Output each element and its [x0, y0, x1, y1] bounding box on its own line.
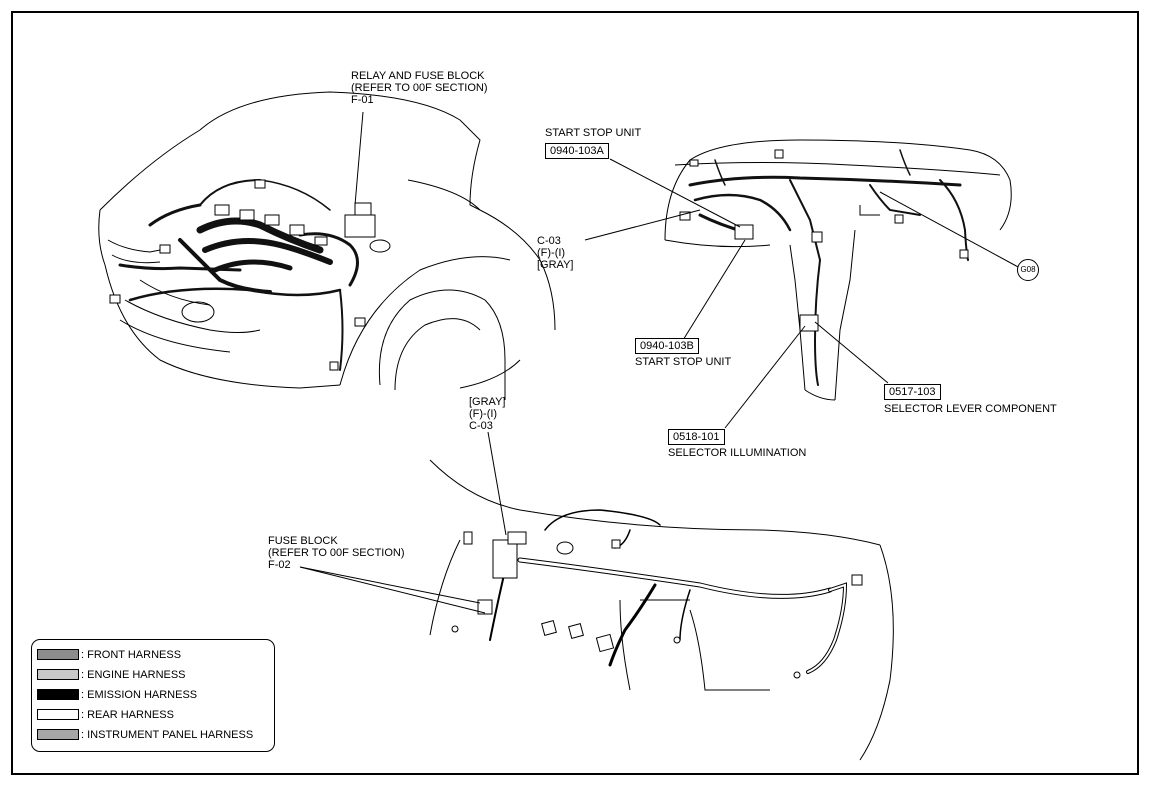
interior-leaders	[299, 431, 507, 614]
engine-bay-illustration	[98, 91, 556, 400]
dashboard-connectors	[679, 149, 969, 332]
fuse-block-label: FUSE BLOCK (REFER TO 00F SECTION) F-02	[268, 535, 405, 571]
engine-harness-swatch	[37, 669, 79, 680]
connector-0518-101: 0518-101	[668, 429, 725, 445]
instrument-panel-harness-lower	[489, 509, 848, 674]
ground-g08: G08	[1017, 259, 1039, 281]
c03-label-center: [GRAY] (F)-(I) C-03	[469, 396, 506, 432]
c03-label-left: C-03 (F)-(I) [GRAY]	[537, 235, 574, 271]
harness-legend: : FRONT HARNESS : ENGINE HARNESS : EMISS…	[31, 639, 275, 752]
rear-harness-swatch	[37, 709, 79, 720]
connector-0940-103b: 0940-103B	[635, 338, 699, 354]
front-harness-swatch	[37, 649, 79, 660]
emission-harness-swatch	[37, 689, 79, 700]
start-stop-unit-label-bottom: START STOP UNIT	[635, 356, 732, 368]
selector-lever-component-label: SELECTOR LEVER COMPONENT	[884, 403, 1057, 415]
engine-harness-wires	[118, 179, 359, 371]
connector-0940-103a: 0940-103A	[545, 143, 609, 159]
instrument-panel-harness-swatch	[37, 729, 79, 740]
selector-illumination-label: SELECTOR ILLUMINATION	[668, 447, 807, 459]
relay-fuse-block-label: RELAY AND FUSE BLOCK (REFER TO 00F SECTI…	[351, 70, 488, 106]
diagram-frame	[11, 11, 1139, 775]
interior-illustration	[429, 459, 894, 761]
dashboard-leaders	[584, 158, 1021, 429]
leader-f01	[354, 111, 364, 206]
connector-0517-103: 0517-103	[884, 384, 941, 400]
dashboard-illustration	[664, 139, 1012, 401]
instrument-panel-wires	[688, 149, 969, 386]
start-stop-unit-label-top: START STOP UNIT	[545, 127, 642, 139]
engine-components	[109, 179, 391, 371]
interior-connectors	[451, 531, 863, 679]
